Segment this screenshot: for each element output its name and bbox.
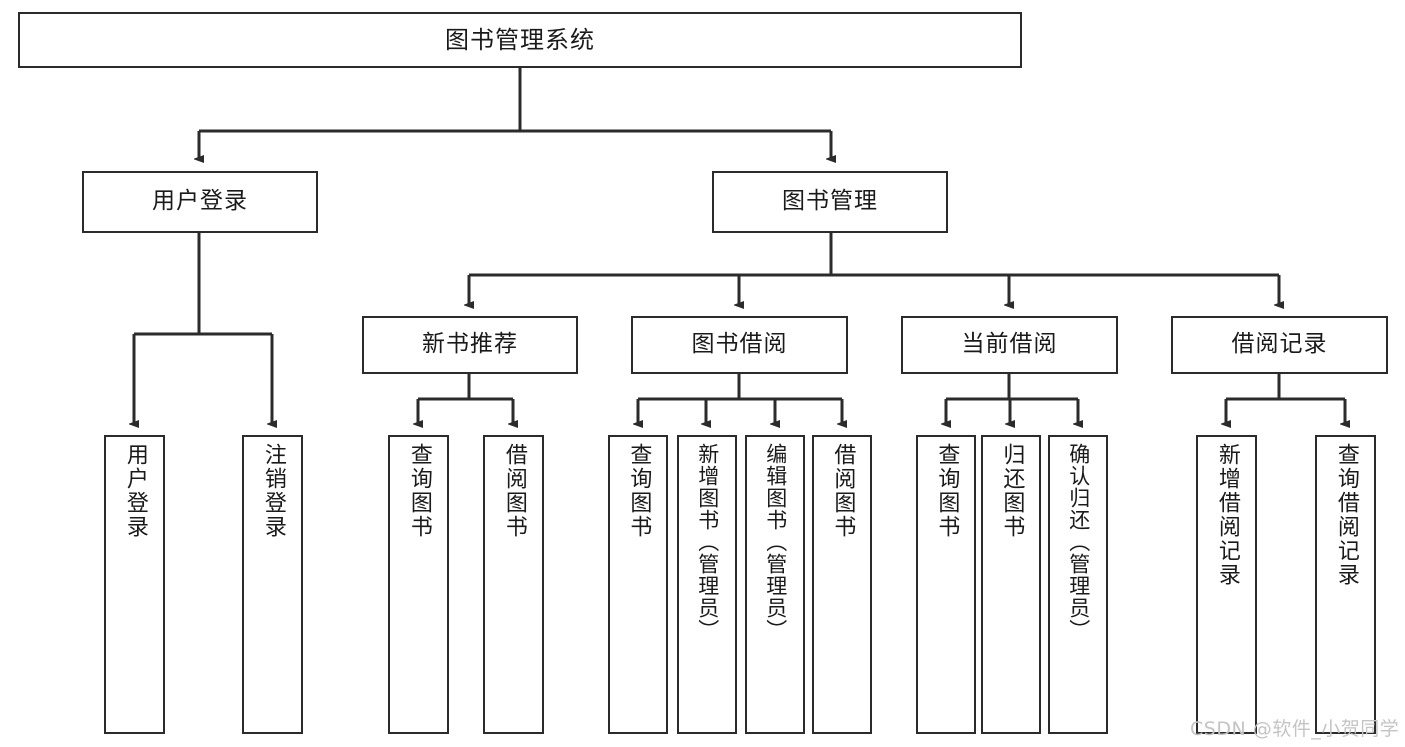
node-current-borrow[interactable]: 当前借阅 [901,316,1118,374]
leaf-label: 确认归还（管理员） [1066,443,1091,641]
node-label: 借阅记录 [1231,331,1328,358]
node-root-system[interactable]: 图书管理系统 [18,12,1022,68]
node-book-borrow[interactable]: 图书借阅 [631,316,848,374]
node-label: 图书管理 [782,188,878,215]
node-label: 图书借阅 [691,331,788,358]
leaf-borrow-book-recommend[interactable]: 借阅图书 [483,435,544,734]
leaf-user-login[interactable]: 用户登录 [104,435,165,734]
leaf-label: 用户登录 [122,443,148,539]
leaf-label: 查询图书 [406,443,432,539]
leaf-return-book[interactable]: 归还图书 [981,435,1041,734]
leaf-borrow-book[interactable]: 借阅图书 [812,435,872,734]
node-book-management[interactable]: 图书管理 [712,171,948,233]
node-label: 用户登录 [152,188,248,215]
node-label: 图书管理系统 [445,25,595,54]
node-new-book-recommend[interactable]: 新书推荐 [362,316,578,374]
node-borrow-record[interactable]: 借阅记录 [1171,316,1388,374]
leaf-edit-book-admin[interactable]: 编辑图书（管理员） [745,435,805,734]
leaf-label: 注销登录 [260,443,286,539]
node-user-login[interactable]: 用户登录 [82,171,318,233]
csdn-watermark: CSDN @软件_小贺同学 [1190,718,1400,740]
leaf-label: 查询图书 [934,443,960,539]
leaf-label: 借阅图书 [501,443,527,539]
node-label: 当前借阅 [961,331,1058,358]
leaf-query-book-current[interactable]: 查询图书 [916,435,976,734]
leaf-label: 编辑图书（管理员） [763,443,788,641]
leaf-logout-login[interactable]: 注销登录 [242,435,303,734]
leaf-label: 新增借阅记录 [1214,443,1240,587]
node-label: 新书推荐 [422,331,518,358]
leaf-label: 查询图书 [626,443,652,539]
leaf-query-book-recommend[interactable]: 查询图书 [388,435,449,734]
leaf-label: 借阅图书 [830,443,856,539]
leaf-add-borrow-record[interactable]: 新增借阅记录 [1196,435,1257,734]
leaf-label: 归还图书 [999,443,1025,539]
leaf-label: 新增图书（管理员） [695,443,720,641]
leaf-query-book-borrow[interactable]: 查询图书 [608,435,668,734]
leaf-confirm-return-admin[interactable]: 确认归还（管理员） [1048,435,1108,734]
leaf-label: 查询借阅记录 [1333,443,1359,587]
leaf-query-borrow-record[interactable]: 查询借阅记录 [1315,435,1376,734]
leaf-add-book-admin[interactable]: 新增图书（管理员） [677,435,737,734]
